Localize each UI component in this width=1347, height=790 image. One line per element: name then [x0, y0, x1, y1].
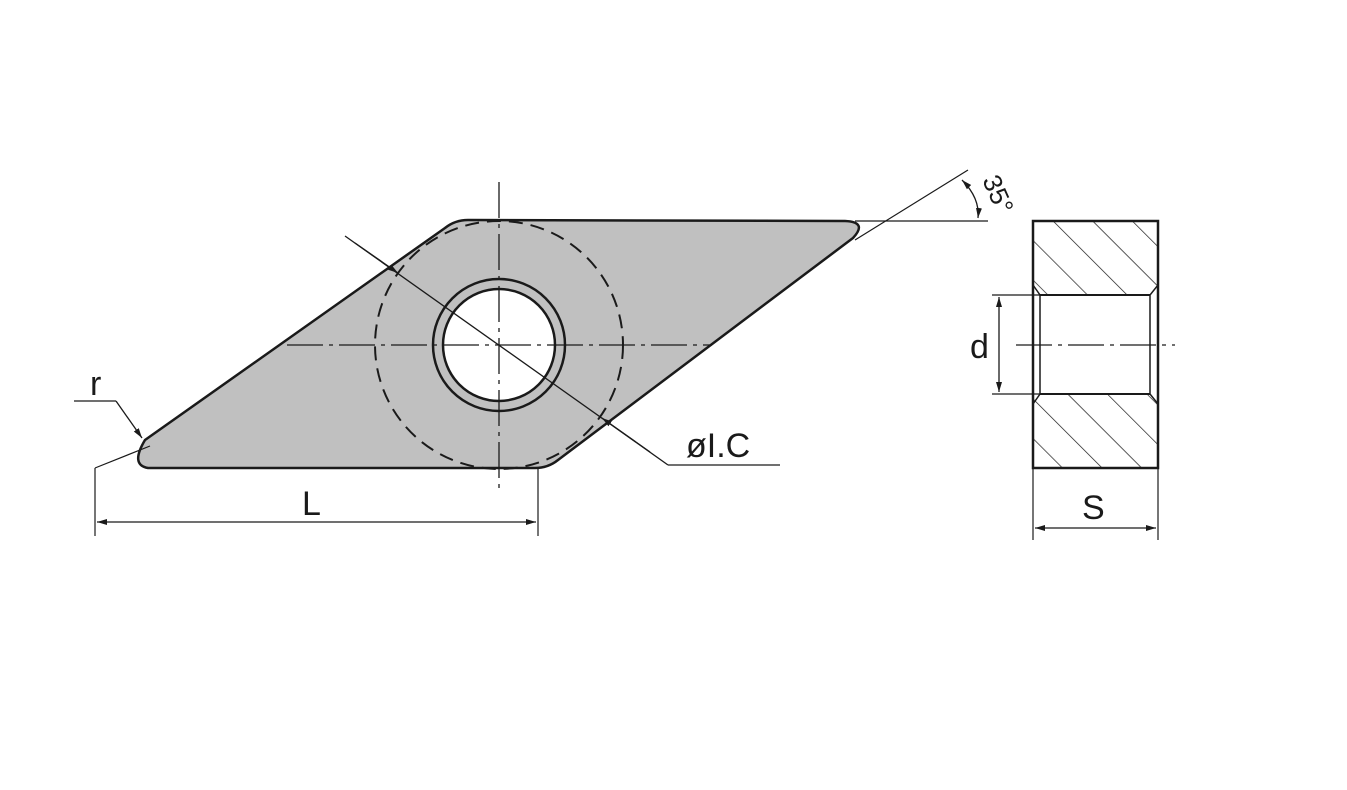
insert-side-view: d S [970, 219, 1175, 540]
ic-arrow-upper [354, 242, 399, 274]
angle-edge-extension [854, 169, 969, 241]
insert-top-view: øI.C r L 35° [74, 169, 1020, 536]
radius-leader-arrow [115, 400, 143, 439]
d-label: d [970, 328, 989, 366]
s-label: S [1082, 489, 1105, 527]
radius-label: r [90, 365, 101, 403]
ic-arrow-lower [601, 417, 651, 453]
section-lower [1033, 394, 1158, 468]
ic-label: øI.C [686, 427, 750, 465]
angle-label: 35° [977, 170, 1020, 218]
section-upper [1033, 221, 1158, 295]
angle-arc [961, 179, 982, 219]
length-corner-construction [94, 445, 151, 469]
length-label: L [302, 485, 321, 523]
